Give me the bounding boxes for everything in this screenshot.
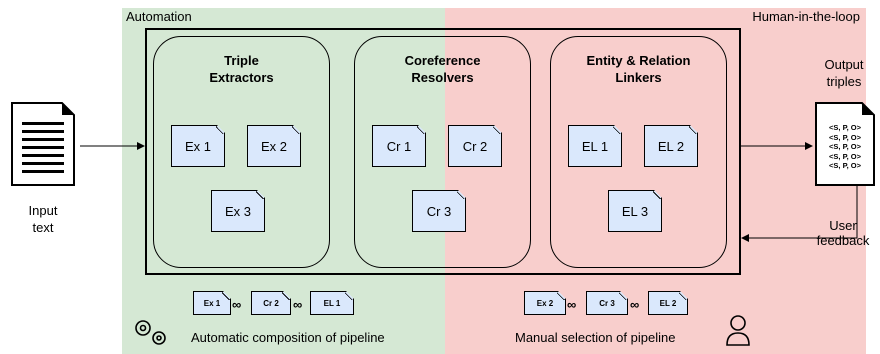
component-label: Cr 3 — [426, 203, 452, 219]
chip-label: Ex 1 — [203, 298, 221, 308]
output-triples-label: Output triples — [824, 57, 864, 89]
output-triples-list: <S, P, O> <S, P, O> <S, P, O> <S, P, O> … — [817, 123, 873, 171]
stage-title: Triple Extractors — [209, 53, 274, 85]
feedback-arrow — [741, 186, 858, 242]
pipeline-chip-el-2: EL 2 — [648, 291, 688, 315]
component-cr-1: Cr 1 — [372, 125, 426, 167]
chip-label: Cr 3 — [599, 298, 615, 308]
pipeline-frame — [145, 28, 741, 275]
triple: <S, P, O> — [829, 151, 861, 161]
input-document-icon — [11, 102, 75, 186]
component-label: EL 2 — [657, 138, 685, 154]
pipeline-chip-el-1: EL 1 — [310, 291, 354, 315]
chip-label: EL 1 — [323, 298, 341, 308]
triple: <S, P, O> — [829, 123, 861, 132]
user-feedback-label: User feedback — [816, 218, 870, 248]
input-text-label: Input text — [28, 203, 58, 235]
chip-label: Ex 2 — [536, 298, 554, 308]
component-ex-1: Ex 1 — [171, 125, 225, 167]
triple: <S, P, O> — [829, 161, 861, 170]
component-label: Cr 2 — [462, 138, 488, 154]
component-label: Cr 1 — [386, 138, 412, 154]
chip-label: Cr 2 — [263, 298, 279, 308]
component-ex-3: Ex 3 — [211, 190, 265, 232]
stage-triple-extractors: Triple Extractors — [153, 36, 330, 268]
stage-entity-relation-linkers: Entity & Relation Linkers — [550, 36, 727, 268]
stage-title: Coreference Resolvers — [404, 53, 481, 85]
gears-icon — [135, 320, 166, 345]
output-arrow — [741, 142, 813, 150]
pipeline-chip-ex-1: Ex 1 — [193, 291, 231, 315]
automatic-pipeline-caption: Automatic composition of pipeline — [191, 330, 385, 345]
pipeline-chip-cr-2: Cr 2 — [251, 291, 291, 315]
link-icon: ∞ — [232, 297, 242, 312]
link-icon: ∞ — [630, 297, 640, 312]
component-ex-2: Ex 2 — [247, 125, 301, 167]
component-el-3: EL 3 — [608, 190, 662, 232]
component-label: Ex 1 — [184, 138, 211, 154]
component-el-2: EL 2 — [644, 125, 698, 167]
component-label: Ex 3 — [224, 203, 251, 219]
component-el-1: EL 1 — [568, 125, 622, 167]
triple: <S, P, O> — [829, 132, 861, 142]
triple: <S, P, O> — [829, 142, 861, 151]
link-icon: ∞ — [567, 297, 577, 312]
link-icon: ∞ — [293, 297, 303, 312]
stage-coreference-resolvers: Coreference Resolvers — [354, 36, 531, 268]
output-document-icon — [815, 102, 875, 186]
manual-pipeline-caption: Manual selection of pipeline — [515, 330, 676, 345]
component-label: EL 3 — [621, 203, 649, 219]
chip-label: EL 2 — [659, 298, 677, 308]
component-cr-3: Cr 3 — [412, 190, 466, 232]
component-label: Ex 2 — [260, 138, 287, 154]
input-arrow — [80, 142, 145, 150]
component-label: EL 1 — [581, 138, 609, 154]
user-icon — [726, 315, 750, 346]
component-cr-2: Cr 2 — [448, 125, 502, 167]
pipeline-chip-ex-2: Ex 2 — [524, 291, 566, 315]
automation-label: Automation — [126, 9, 192, 24]
pipeline-chip-cr-3: Cr 3 — [586, 291, 628, 315]
human-in-the-loop-label: Human-in-the-loop — [752, 9, 860, 24]
stage-title: Entity & Relation Linkers — [586, 53, 691, 85]
